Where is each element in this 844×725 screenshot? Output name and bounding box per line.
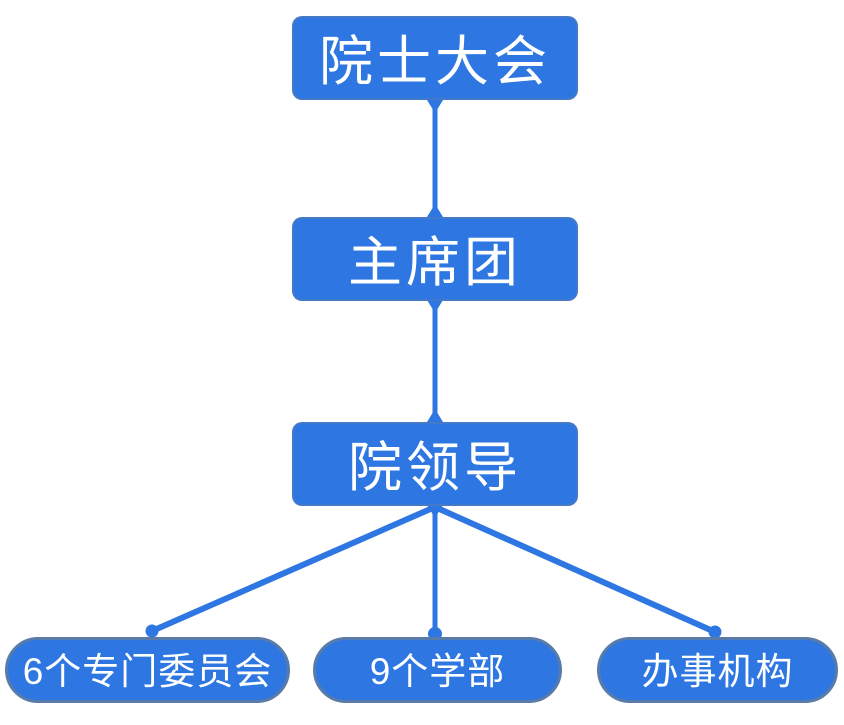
edge-flare-fan-origin: [427, 505, 443, 518]
node-special-committees[interactable]: 6个专门委员会: [5, 637, 290, 703]
edge-flare-top-1: [427, 100, 443, 113]
node-administrative-offices[interactable]: 办事机构: [597, 637, 838, 703]
node-academician-assembly[interactable]: 院士大会: [292, 16, 578, 100]
node-academic-divisions[interactable]: 9个学部: [313, 637, 562, 703]
edge-endpoint-committees: [145, 624, 159, 638]
node-administrative-offices-label: 办事机构: [641, 651, 794, 692]
node-academy-leadership-label: 院领导: [348, 437, 522, 498]
edge-leadership-offices: [432, 504, 718, 635]
node-special-committees-label: 6个专门委员会: [22, 651, 273, 692]
node-academic-divisions-label: 9个学部: [369, 651, 506, 692]
edge-leadership-committees: [149, 504, 438, 634]
node-presidium-label: 主席团: [348, 232, 522, 293]
node-academician-assembly-label: 院士大会: [319, 31, 551, 92]
edge-flare-bottom-2: [427, 409, 443, 422]
edge-flare-top-2: [427, 300, 443, 313]
node-presidium[interactable]: 主席团: [292, 217, 578, 301]
edge-flare-bottom-1: [427, 204, 443, 217]
node-academy-leadership[interactable]: 院领导: [292, 422, 578, 506]
